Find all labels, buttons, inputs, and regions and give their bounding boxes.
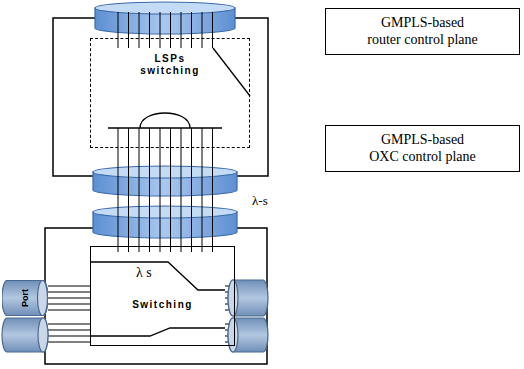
fiber — [191, 128, 192, 252]
ports — [2, 280, 268, 352]
fiber-bundle-face — [93, 166, 237, 178]
fiber — [191, 12, 192, 48]
control-plane-label: GMPLS-based router control plane — [366, 15, 480, 47]
oxc-housing — [45, 228, 267, 364]
port-cylinder — [228, 280, 268, 316]
fiber — [212, 128, 213, 252]
lambda-path — [90, 262, 225, 290]
wavelength-label: λ-s — [252, 193, 268, 209]
fiber-bundle-face — [95, 2, 235, 14]
fiber — [48, 336, 90, 337]
control-plane-box: GMPLS-based OXC control plane — [325, 125, 520, 172]
lambda-path — [90, 328, 225, 336]
port-face — [38, 281, 48, 316]
fiber — [48, 286, 90, 287]
fiber — [202, 128, 203, 252]
fiber — [139, 128, 140, 252]
fiber — [48, 330, 90, 331]
fiber — [225, 286, 229, 287]
fiber — [118, 12, 119, 48]
fiber — [160, 128, 161, 252]
fiber — [48, 292, 90, 293]
fiber — [139, 12, 140, 48]
fiber — [225, 324, 229, 325]
lsp-path — [213, 48, 250, 96]
lsp-bus — [108, 127, 222, 128]
switch-paths — [90, 48, 250, 336]
fiber — [149, 12, 150, 48]
fiber — [128, 12, 129, 48]
port-cylinder: Port — [2, 280, 48, 316]
lambda-switching-box: λ s Switching — [90, 246, 235, 346]
port-face — [38, 318, 48, 352]
fiber — [212, 12, 213, 48]
fiber — [160, 12, 161, 48]
port-label: Port — [20, 289, 30, 307]
fiber — [170, 128, 171, 252]
fiber — [225, 310, 229, 311]
fibers — [48, 12, 229, 342]
fiber — [48, 298, 90, 299]
switching-label: LSPs switching — [139, 53, 202, 76]
fiber — [202, 12, 203, 48]
port-cylinder — [228, 318, 268, 352]
fiber — [170, 12, 171, 48]
control-plane-box: GMPLS-based router control plane — [325, 8, 520, 55]
fiber — [181, 12, 182, 48]
port-face — [228, 318, 238, 352]
fiber — [48, 304, 90, 305]
lsp-path — [140, 113, 190, 128]
fiber — [118, 128, 119, 252]
lambda-label: λ s — [136, 265, 152, 281]
fiber-bundle-face — [93, 206, 237, 218]
control-plane-label: GMPLS-based OXC control plane — [368, 132, 478, 164]
port-cylinder — [2, 318, 48, 352]
lsp-switching-box: LSPs switching — [90, 38, 250, 148]
fiber — [149, 128, 150, 252]
fiber — [48, 324, 90, 325]
port-cylinder — [2, 281, 48, 316]
fiber — [181, 128, 182, 252]
fiber — [128, 128, 129, 252]
switching-label: Switching — [91, 299, 234, 311]
port-face — [228, 280, 238, 316]
fiber — [48, 310, 90, 311]
fiber — [48, 342, 90, 343]
